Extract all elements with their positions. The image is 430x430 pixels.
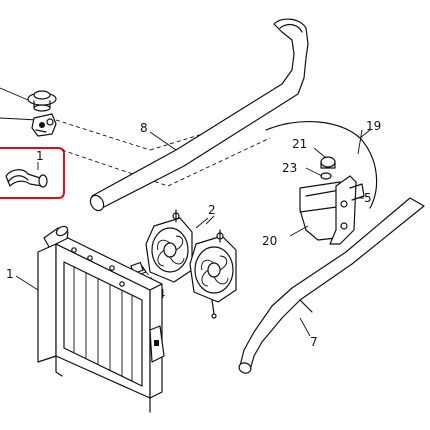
radiator-cap xyxy=(27,90,57,112)
label-lower-hose: 7 xyxy=(310,335,318,349)
highlight-box xyxy=(0,147,65,199)
label-upper-hose: 8 xyxy=(140,121,148,135)
small-hose: 1 xyxy=(5,149,48,188)
reservoir-bracket-label: 5 xyxy=(356,191,372,205)
fan-assembly: 2 xyxy=(145,203,237,319)
label-small-hose: 1 xyxy=(36,149,44,163)
label-reservoir-cap: 21 xyxy=(292,137,307,151)
label-reservoir-fitting: 23 xyxy=(282,161,297,175)
reservoir-cap: 21 xyxy=(292,137,336,169)
label-reservoir-tank: 20 xyxy=(262,234,277,248)
lower-hose: 7 xyxy=(238,197,425,374)
fan-rear xyxy=(145,209,193,283)
label-radiator: 1 xyxy=(6,267,14,281)
reservoir-tank: 20 xyxy=(262,175,365,248)
label-reservoir-bracket: 5 xyxy=(364,191,372,205)
upper-hose: 8 xyxy=(89,18,309,212)
upper-left-leaders xyxy=(0,87,39,121)
thermostat-housing xyxy=(31,113,57,137)
reservoir-fitting: 23 xyxy=(282,161,332,180)
radiator: 1 xyxy=(6,225,165,413)
reservoir-hose: 19 xyxy=(265,119,381,209)
label-fan: 2 xyxy=(208,203,216,217)
fan-front xyxy=(189,229,237,319)
label-reservoir-hose: 19 xyxy=(366,119,381,133)
